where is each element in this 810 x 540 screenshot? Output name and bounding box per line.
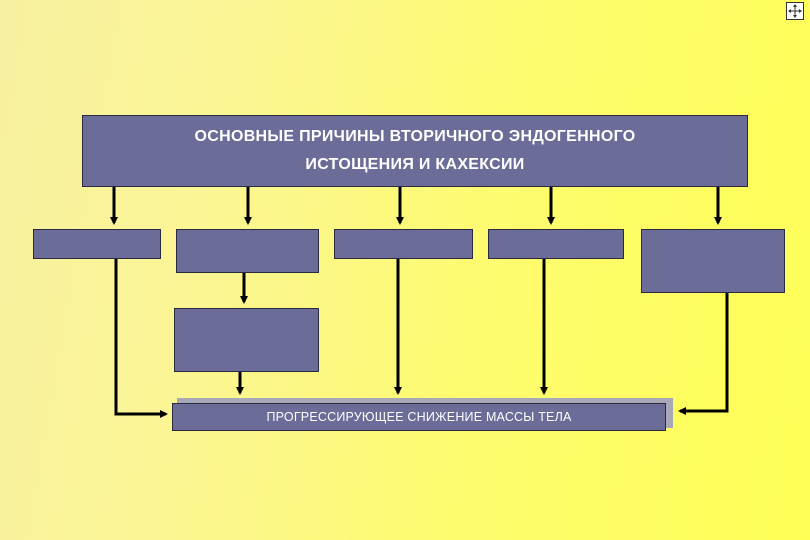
diagram-title-box: ОСНОВНЫЕ ПРИЧИНЫ ВТОРИЧНОГО ЭНДОГЕННОГО … (82, 115, 748, 187)
intermediate-box (174, 308, 319, 372)
title-line-2: ИСТОЩЕНИЯ И КАХЕКСИИ (305, 156, 525, 173)
cause-box-3 (334, 229, 473, 259)
result-box: ПРОГРЕССИРУЮЩЕЕ СНИЖЕНИЕ МАССЫ ТЕЛА (172, 403, 666, 431)
cause-box-2 (176, 229, 319, 273)
cause-box-5 (641, 229, 785, 293)
title-line-1: ОСНОВНЫЕ ПРИЧИНЫ ВТОРИЧНОГО ЭНДОГЕННОГО (194, 128, 636, 145)
move-arrows-icon[interactable] (786, 2, 804, 20)
cause-box-4 (488, 229, 624, 259)
arrow-cause-5-to-result (678, 293, 729, 415)
result-label: ПРОГРЕССИРУЮЩЕЕ СНИЖЕНИЕ МАССЫ ТЕЛА (266, 410, 572, 424)
cause-box-1 (33, 229, 161, 259)
arrow-cause-1-to-result (114, 259, 168, 418)
